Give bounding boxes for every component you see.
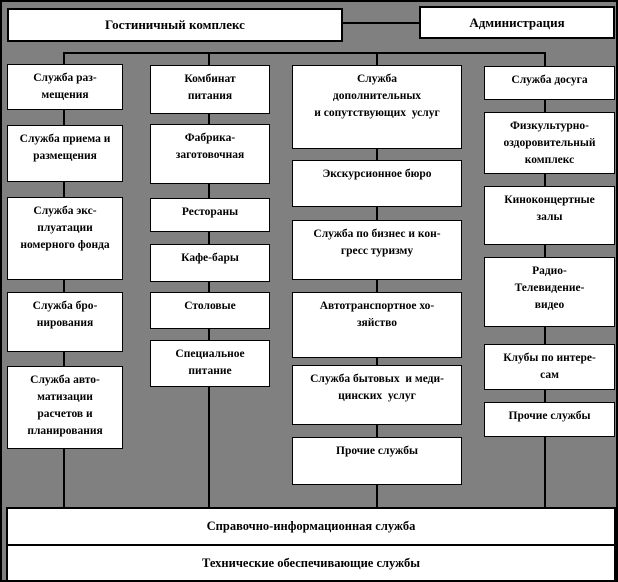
connector-col1-vertical — [63, 52, 65, 509]
connector-col3-vertical — [376, 52, 378, 509]
box-fitness-complex: Физкультурно- оздоровительный комплекс — [484, 112, 615, 174]
box-booking-service: Служба бро- нирования — [7, 292, 123, 352]
box-catering-complex: Комбинат питания — [150, 65, 270, 114]
box-motor-transport: Автотранспортное хо- зяйство — [292, 292, 462, 358]
box-excursion-bureau: Экскурсионное бюро — [292, 160, 462, 207]
box-other-services-col3: Прочие службы — [292, 437, 462, 485]
box-business-congress-tourism: Служба по бизнес и кон- гресс туризму — [292, 220, 462, 280]
connector-main-horizontal — [63, 52, 546, 54]
connector-top-link — [341, 22, 419, 24]
box-cinema-concert-halls: Киноконцертные залы — [484, 186, 615, 245]
box-preparation-factory: Фабрика- заготовочная — [150, 124, 270, 184]
box-label: Технические обеспечивающие службы — [202, 556, 420, 570]
box-additional-services: Служба дополнительных и сопутствующих ус… — [292, 65, 462, 149]
box-special-catering: Специальное питание — [150, 340, 270, 387]
box-technical-support-services: Технические обеспечивающие службы — [8, 544, 614, 580]
box-other-services-col4: Прочие службы — [484, 402, 615, 437]
box-placement-service: Служба раз- мещения — [7, 64, 123, 110]
box-label: Справочно-информационная служба — [206, 519, 416, 533]
box-label: Гостиничный комплекс — [105, 17, 245, 32]
box-reception-service: Служба приема и размещения — [7, 125, 123, 182]
box-label: Администрация — [469, 14, 565, 30]
footer-boxes: Справочно-информационная служба Техничес… — [6, 507, 616, 580]
box-household-medical-services: Служба бытовых и меди- цинских услуг — [292, 365, 462, 425]
box-cafe-bars: Кафе-бары — [150, 244, 270, 282]
box-restaurants: Рестораны — [150, 198, 270, 232]
box-interest-clubs: Клубы по интере- сам — [484, 344, 615, 390]
box-administration: Администрация — [419, 6, 615, 39]
box-room-maintenance-service: Служба экс- плуатации номерного фонда — [7, 197, 123, 280]
box-hotel-complex: Гостиничный комплекс — [7, 8, 343, 42]
box-radio-tv-video: Радио- Телевидение- видео — [484, 257, 615, 327]
box-reference-info-service: Справочно-информационная служба — [8, 509, 614, 544]
box-leisure-service: Служба досуга — [484, 66, 615, 100]
box-billing-automation-service: Служба авто- матизации расчетов и планир… — [7, 366, 123, 449]
box-canteens: Столовые — [150, 292, 270, 329]
